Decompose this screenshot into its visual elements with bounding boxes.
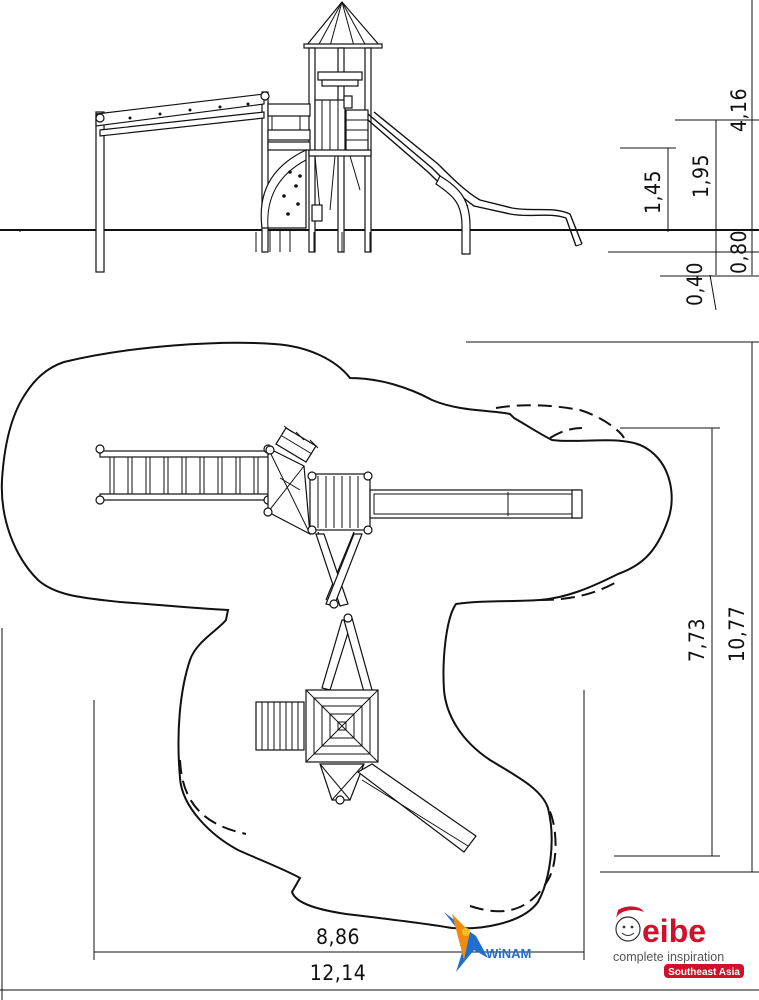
plan-upper-tower xyxy=(307,471,373,535)
dim-total-width: 12,14 xyxy=(310,961,367,985)
dim-inner-width: 8,86 xyxy=(316,925,360,949)
side-elevation-view: 4,16 1,95 1,45 0,80 0,40 xyxy=(0,0,759,311)
height-dimensions: 4,16 1,95 1,45 0,80 0,40 xyxy=(608,0,759,311)
eibe-logo-wordmark: eibe xyxy=(642,913,706,949)
eibe-region-badge: Southeast Asia xyxy=(668,967,740,978)
eibe-tagline: complete inspiration xyxy=(613,950,724,964)
plan-lower-tower xyxy=(305,689,379,763)
plan-lower-slide xyxy=(319,763,477,853)
tower-posts xyxy=(308,47,372,253)
horizontal-ladder xyxy=(95,91,270,273)
climbing-wall xyxy=(260,149,307,229)
plan-dimensions: 10,77 7,73 8,86 12,14 xyxy=(0,341,759,1000)
tower-roof xyxy=(303,1,383,49)
plan-upper-slide xyxy=(369,489,583,519)
plan-climbing-tube xyxy=(255,701,305,751)
dim-foundation-small: 0,40 xyxy=(683,262,707,306)
dim-foundation-depth: 0,80 xyxy=(727,230,751,274)
plan-low-platform xyxy=(263,425,319,536)
eibe-logo: eibe complete inspiration Southeast Asia xyxy=(613,906,744,978)
dim-total-height: 4,16 xyxy=(727,88,751,132)
winam-logo: WiNAM xyxy=(444,912,531,972)
dim-platform-high: 1,95 xyxy=(689,154,713,198)
child-face-icon xyxy=(615,906,644,942)
plan-view: 10,77 7,73 8,86 12,14 xyxy=(0,341,759,1000)
foundations-side xyxy=(255,232,371,252)
winam-logo-text: WiNAM xyxy=(486,946,531,961)
slide-side xyxy=(367,111,583,255)
dim-inner-length: 7,73 xyxy=(685,618,709,662)
plan-connecting-bridge xyxy=(315,531,373,693)
dim-total-length: 10,77 xyxy=(725,606,749,663)
low-platform xyxy=(260,91,311,253)
dim-platform-low: 1,45 xyxy=(641,170,665,214)
plan-horizontal-ladder xyxy=(95,444,273,505)
safety-area-outline xyxy=(0,341,673,930)
